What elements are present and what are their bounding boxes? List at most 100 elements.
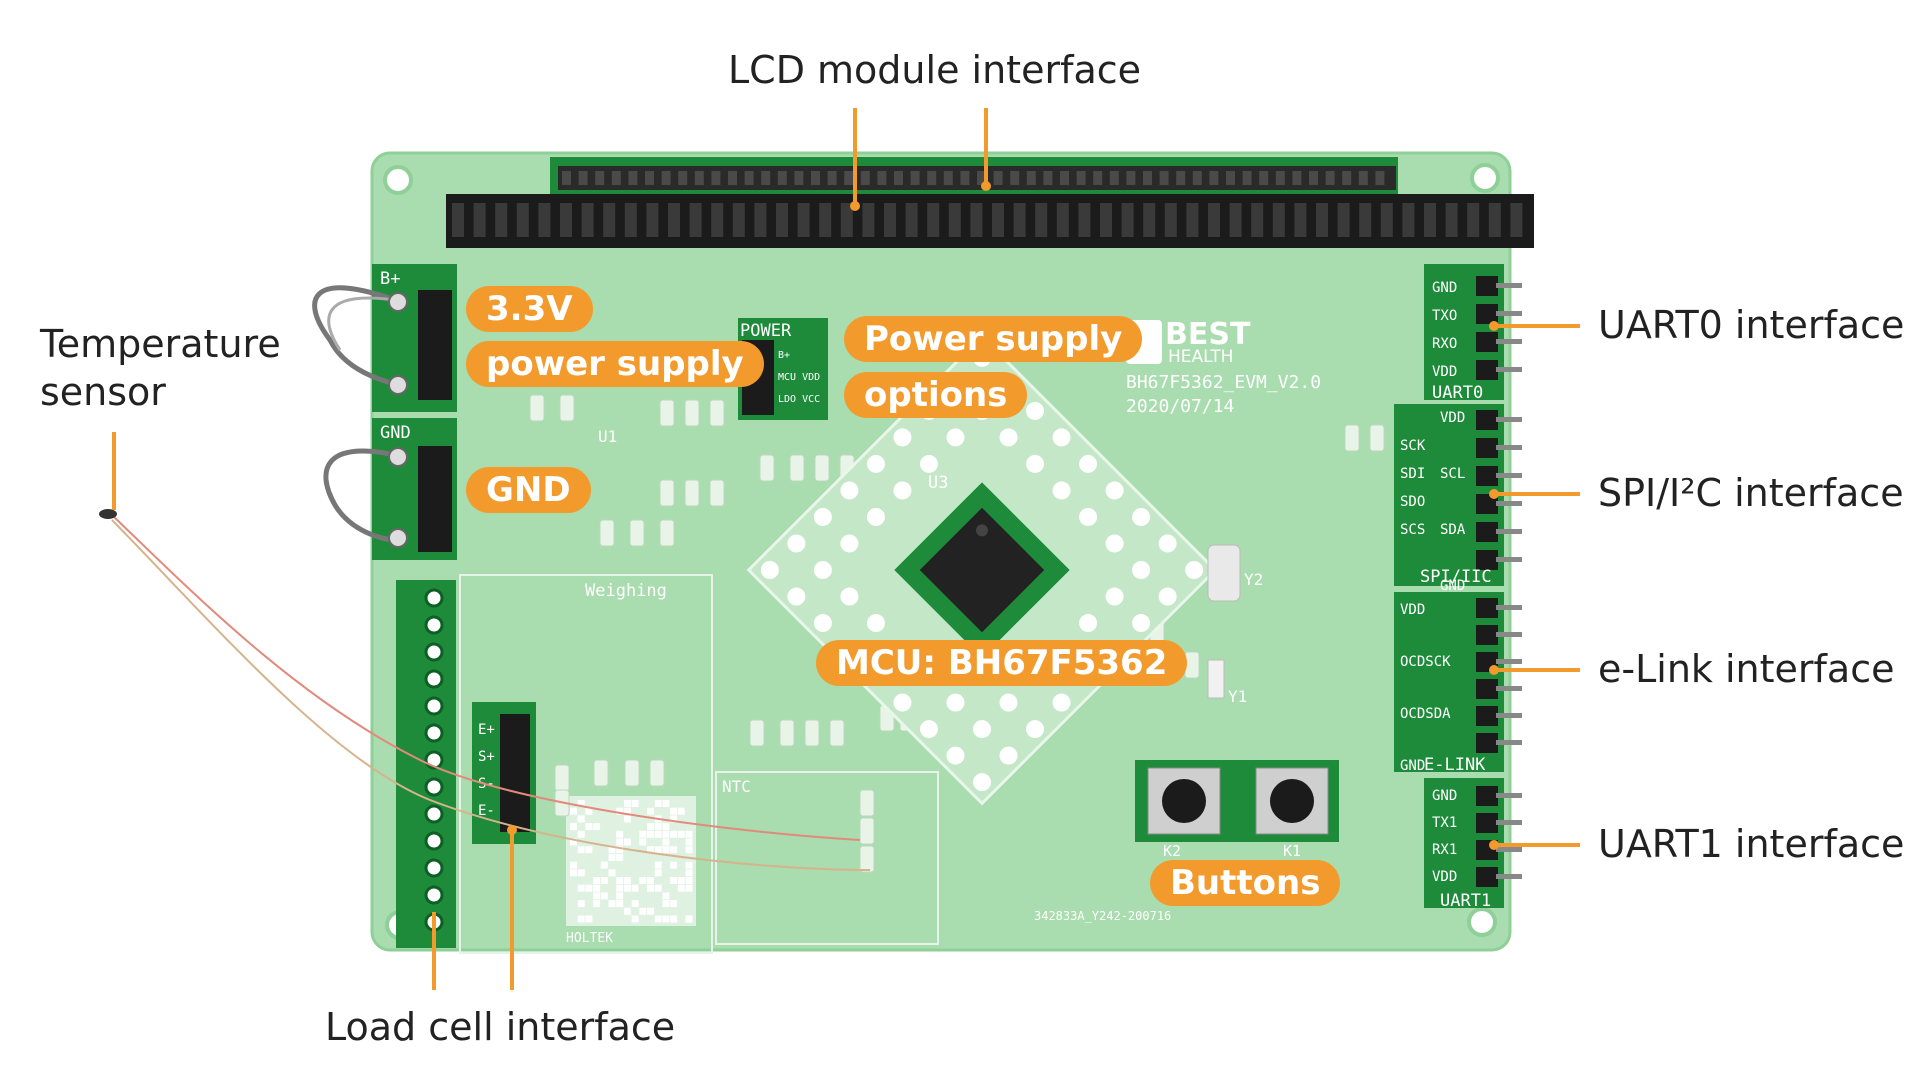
lcd-slot [581, 203, 594, 237]
lcd-slot [1325, 171, 1335, 185]
smd-part [649, 759, 665, 787]
qr-module [647, 830, 654, 838]
lcd-slot [711, 171, 721, 185]
qr-module [670, 861, 678, 869]
smd-part [1369, 424, 1385, 452]
mounting-hole [1467, 907, 1497, 937]
lcd-slot [844, 171, 854, 185]
qr-module [662, 900, 670, 908]
leader-dot [507, 825, 517, 835]
callout-lcd-module-interface: LCD module interface [728, 48, 1142, 92]
qr-module [585, 823, 593, 831]
header-pin-lead [1496, 557, 1522, 562]
smd-part [684, 399, 700, 427]
socket-hole [787, 587, 806, 606]
mounting-hole [383, 165, 413, 195]
header-pin [1476, 332, 1498, 352]
leader-dot [1489, 321, 1499, 331]
uart1-tag: UART1 [1440, 891, 1491, 911]
qr-module [577, 915, 585, 923]
smd-part [759, 454, 775, 482]
qr-module [654, 823, 662, 831]
qr-module [685, 877, 693, 884]
lcd-slot [1126, 171, 1136, 185]
lcd-header-slots [452, 171, 1523, 237]
header-pin [1476, 813, 1498, 833]
socket-hole [1079, 614, 1098, 633]
pill-power-supply-options-2: options [844, 372, 1028, 418]
power-pin-label: B+ [778, 350, 790, 361]
header-pin [1476, 679, 1498, 699]
smd-part [859, 845, 875, 873]
qr-module [608, 900, 616, 908]
qr-module [623, 907, 631, 915]
qr-module [654, 869, 662, 877]
pill-3v3: 3.3V [466, 286, 593, 332]
smd-part [559, 394, 575, 422]
qr-module [623, 815, 631, 823]
lcd-slot [646, 203, 659, 237]
load-cell-pin-label: S+ [478, 749, 495, 765]
socket-hole [813, 614, 832, 633]
lcd-slot [1294, 203, 1307, 237]
lcd-slot [694, 171, 704, 185]
lcd-slot [797, 203, 810, 237]
lcd-slot [1176, 171, 1186, 185]
uart0-pin-label: RXO [1432, 336, 1457, 352]
terminal-hole [424, 804, 444, 824]
elink-pin-label: GND [1400, 758, 1425, 774]
lcd-slot [977, 171, 986, 185]
smd-part [684, 479, 700, 507]
y2-silk: Y2 [1244, 570, 1263, 589]
lcd-slot [1337, 203, 1350, 237]
qr-module [654, 884, 662, 892]
b-plus-connector [418, 290, 452, 400]
weighing-outline [459, 574, 713, 954]
uart1-pin-label: GND [1432, 788, 1457, 804]
crystal-y2 [1207, 544, 1241, 602]
lcd-slot [473, 203, 486, 237]
lcd-slot [1159, 171, 1169, 185]
lcd-slot [862, 203, 875, 237]
lcd-slot [1259, 171, 1269, 185]
uart0-pin-label: GND [1432, 280, 1457, 296]
qr-module [647, 846, 654, 854]
load-cell-pin-label: E- [478, 803, 495, 819]
smd-part [779, 719, 795, 747]
qr-module [662, 830, 670, 838]
header-pin-lead [1496, 659, 1522, 664]
lcd-slot [1359, 203, 1372, 237]
load-cell-terminal-holes [424, 588, 444, 932]
u3-silk: U3 [928, 473, 948, 493]
lcd-slot [1013, 203, 1026, 237]
load-cell-header-body [500, 714, 530, 832]
lcd-slot [668, 203, 680, 237]
lcd-slot [516, 203, 529, 237]
qr-module [570, 807, 577, 815]
pill-power-supply: power supply [466, 341, 764, 387]
qr-module [631, 915, 639, 923]
ntc-silk: NTC [722, 777, 751, 796]
qr-module [616, 900, 624, 908]
header-pin [1476, 625, 1498, 645]
qr-module [685, 846, 693, 854]
lcd-slot [1043, 171, 1053, 185]
qr-module [654, 846, 662, 854]
gnd-silk: GND [380, 423, 411, 443]
qr-module [631, 900, 639, 908]
header-pin [1476, 494, 1498, 514]
header-pin-lead [1496, 367, 1522, 372]
y1-silk: Y1 [1228, 687, 1247, 706]
qr-module [585, 846, 593, 854]
lcd-slot [1358, 171, 1368, 185]
lcd-slot [970, 203, 983, 237]
qr-module [570, 869, 577, 877]
header-pin-lead [1496, 740, 1522, 745]
qr-module [616, 877, 624, 884]
socket-hole [866, 454, 885, 473]
qr-module [616, 807, 624, 815]
battery-wire-loop [312, 285, 399, 388]
socket-hole [1052, 481, 1071, 500]
socket-hole [1026, 454, 1045, 473]
header-pin [1476, 867, 1498, 887]
